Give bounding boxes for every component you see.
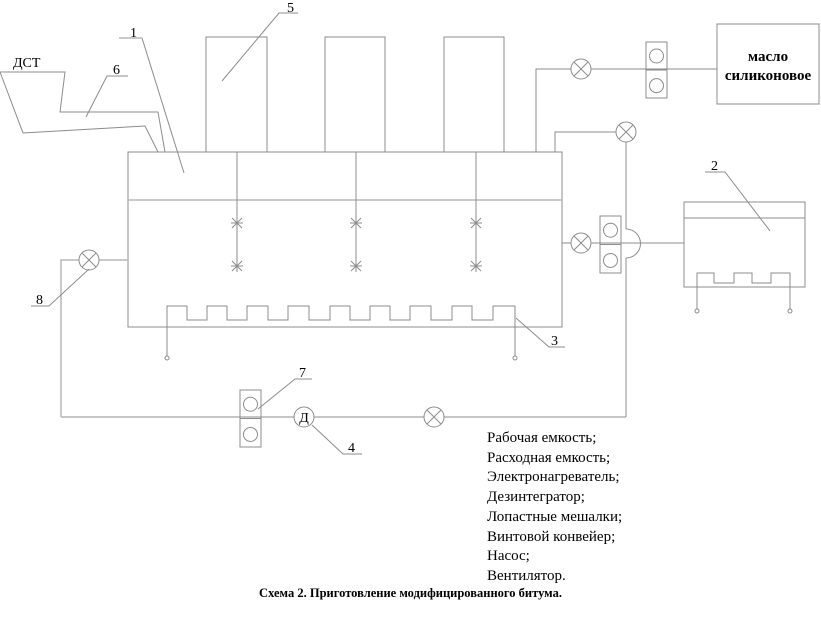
oil-box-label-2: силиконовое bbox=[725, 68, 812, 84]
paddle-star-icon bbox=[350, 260, 362, 272]
disintegrators bbox=[205, 36, 505, 153]
callout-7: 7 bbox=[299, 366, 306, 381]
callout-8: 8 bbox=[36, 293, 43, 308]
paddle-star-icon bbox=[470, 260, 482, 272]
callout-5: 5 bbox=[287, 1, 294, 16]
legend-item: Электронагреватель; bbox=[487, 469, 620, 486]
working-tank bbox=[127, 151, 563, 328]
valve-icon bbox=[423, 406, 445, 428]
valves bbox=[78, 58, 637, 428]
valve-icon bbox=[78, 249, 100, 271]
paddle-star-icon bbox=[470, 217, 482, 229]
disintegrator-3 bbox=[443, 36, 505, 153]
paddle-agitators bbox=[231, 152, 482, 272]
pump-icon bbox=[645, 41, 668, 99]
callout-3: 3 bbox=[551, 334, 558, 349]
pump-icon bbox=[599, 215, 622, 274]
motor bbox=[293, 406, 315, 428]
silicone-oil-box bbox=[716, 23, 820, 105]
hopper-label: ДСТ bbox=[13, 56, 41, 71]
callout-leaders bbox=[31, 12, 771, 455]
legend-item: Расходная емкость; bbox=[487, 449, 611, 466]
legend-item: Дезинтегратор; bbox=[487, 489, 585, 506]
motor-symbol: Д bbox=[299, 411, 309, 426]
legend-item: Рабочая емкость; bbox=[487, 430, 597, 446]
legend-item: Лопастные мешалки; bbox=[487, 508, 623, 525]
paddle-star-icon bbox=[350, 217, 362, 229]
figure-caption: Схема 2. Приготовление модифицированного… bbox=[259, 586, 562, 600]
legend-item: Вентилятор. bbox=[487, 567, 566, 584]
legend-item: Насос; bbox=[487, 548, 530, 565]
callout-6: 6 bbox=[113, 63, 120, 78]
disintegrator-1 bbox=[205, 36, 268, 153]
valve-icon bbox=[615, 121, 637, 143]
hopper-conveyor bbox=[0, 71, 166, 153]
oil-box-label-1: масло bbox=[748, 49, 788, 65]
callout-4: 4 bbox=[348, 441, 355, 456]
pipelines bbox=[60, 68, 717, 418]
pump-icon bbox=[239, 389, 262, 448]
pumps bbox=[239, 41, 668, 448]
heater-main bbox=[164, 305, 518, 361]
paddle-star-icon bbox=[231, 260, 243, 272]
valve-icon bbox=[570, 58, 592, 80]
disintegrator-2 bbox=[324, 36, 386, 153]
paddle-star-icon bbox=[231, 217, 243, 229]
callout-2: 2 bbox=[711, 159, 718, 174]
valve-icon bbox=[570, 232, 592, 254]
callout-1: 1 bbox=[130, 26, 137, 41]
legend-item: Винтовой конвейер; bbox=[487, 528, 616, 545]
legend: Рабочая емкость; Расходная емкость; Элек… bbox=[487, 429, 622, 587]
consumption-tank bbox=[683, 201, 806, 314]
